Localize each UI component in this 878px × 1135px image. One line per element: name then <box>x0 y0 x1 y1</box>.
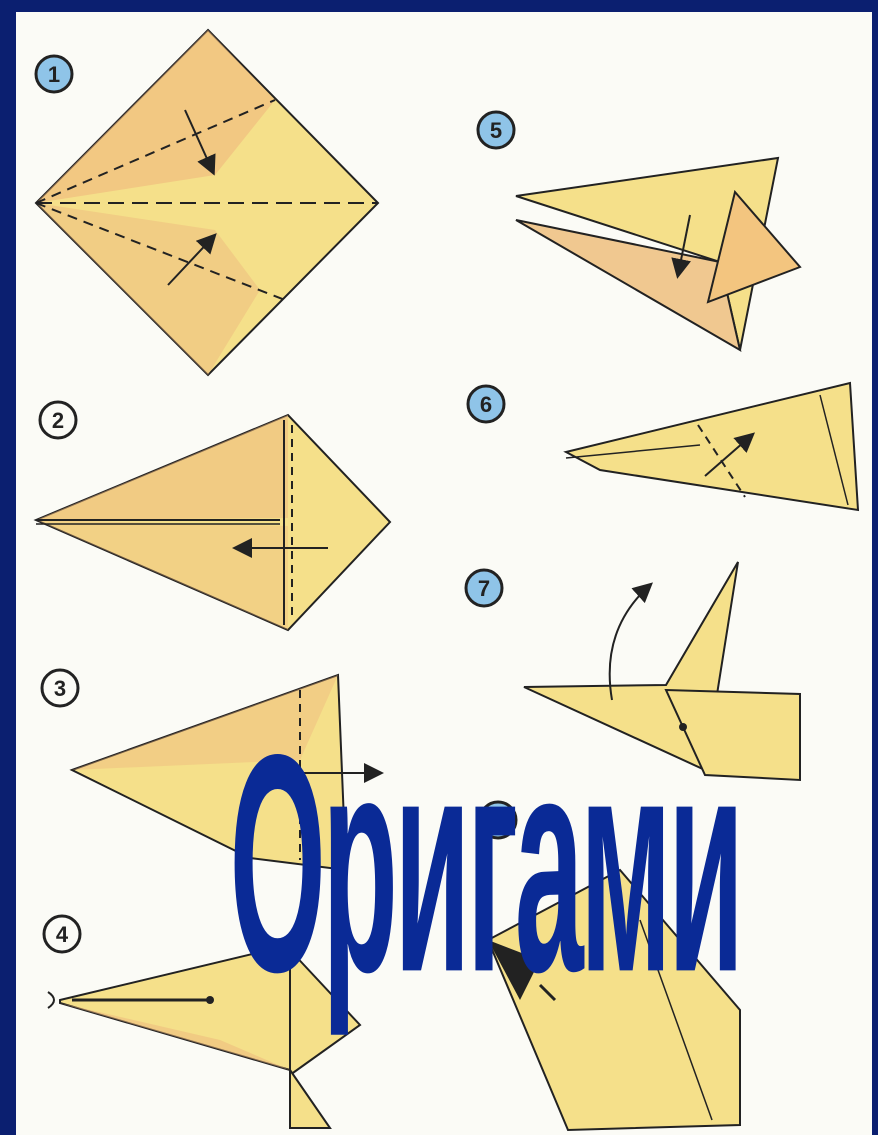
step-number-7: 7 <box>478 576 490 601</box>
step-number-6: 6 <box>480 392 492 417</box>
step-badge-2: 2 <box>40 402 76 438</box>
step-badge-3: 3 <box>42 670 78 706</box>
step-5-figure <box>516 158 800 350</box>
step-badge-1: 1 <box>36 56 72 92</box>
step-1-figure <box>36 30 378 375</box>
step-badge-6: 6 <box>468 386 504 422</box>
step-number-3: 3 <box>54 676 66 701</box>
step-number-2: 2 <box>52 408 64 433</box>
step-number-4: 4 <box>56 922 69 947</box>
step-6-figure <box>566 383 858 510</box>
step-badge-4: 4 <box>44 916 80 952</box>
step-badge-5: 5 <box>478 112 514 148</box>
slide-title: Оригами <box>277 609 692 1121</box>
step-number-1: 1 <box>48 62 60 87</box>
step-badge-7: 7 <box>466 570 502 606</box>
step-number-5: 5 <box>490 118 502 143</box>
step-2-figure <box>36 415 390 630</box>
